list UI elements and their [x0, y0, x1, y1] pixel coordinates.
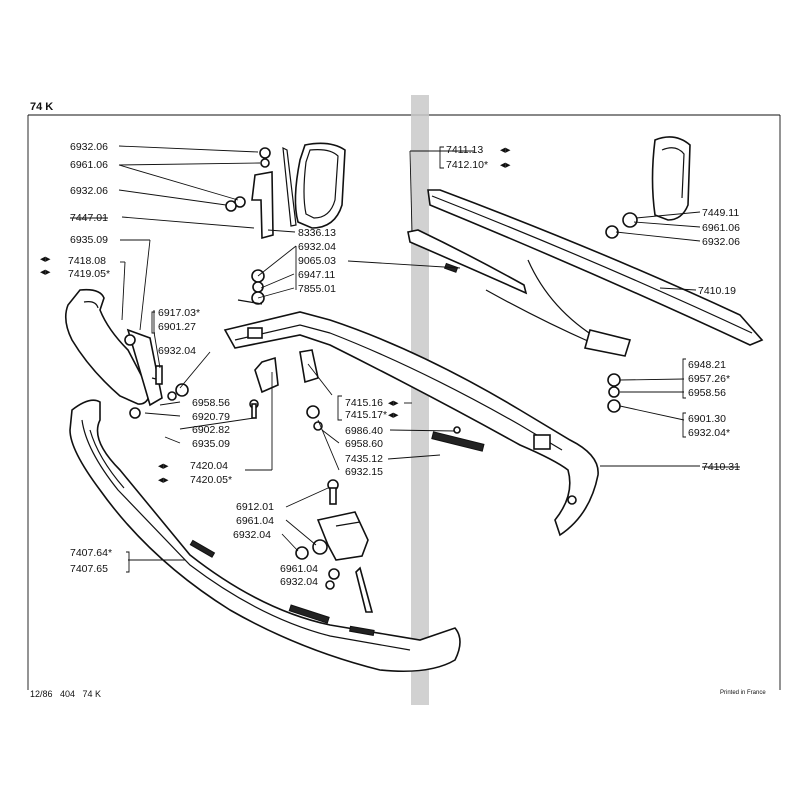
fastener-stack [237, 269, 265, 305]
part-label: 6961.06 [702, 222, 740, 234]
svg-text:◂▸: ◂▸ [500, 159, 511, 171]
part-label: 6932.06 [702, 236, 740, 248]
part-label: 7415.17* [345, 409, 387, 421]
footer-reference: 12/86 404 74 K [30, 689, 101, 699]
centre-bumper-section [223, 311, 599, 537]
part-label: 6917.03* [158, 307, 200, 319]
part-label: 6958.60 [345, 438, 383, 450]
part-label-struck: 7410.31 [702, 461, 740, 473]
part-label: 7449.11 [702, 207, 739, 219]
part-label: 7407.64* [70, 547, 112, 559]
part-label: 6920.79 [192, 411, 230, 423]
part-label: 7411.13 [446, 144, 483, 156]
part-label: 6901.30 [688, 413, 726, 425]
part-label: 6932.04 [158, 345, 196, 357]
fastener-group-mid [306, 405, 461, 434]
part-label: 7420.05* [190, 474, 232, 486]
part-label: 6961.06 [70, 159, 108, 171]
part-label: 6986.40 [345, 425, 383, 437]
part-label: 6935.09 [192, 438, 230, 450]
part-label: 6912.01 [236, 501, 274, 513]
main-bumper-blade [69, 399, 461, 673]
overrider-bracket [225, 147, 274, 240]
part-label: 9065.03 [298, 255, 336, 267]
part-label: 7419.05* [68, 268, 110, 280]
part-label: 6935.09 [70, 234, 108, 246]
part-label: 7418.08 [68, 255, 106, 267]
part-label: 6957.26* [688, 373, 730, 385]
right-bracket-arm [485, 259, 632, 413]
svg-text:◂▸: ◂▸ [388, 397, 399, 409]
part-label: 6961.04 [236, 515, 274, 527]
part-label: 7410.19 [698, 285, 736, 297]
part-label: 6958.56 [192, 397, 230, 409]
page-header: 74 K [30, 101, 53, 113]
part-label: 6932.06 [70, 185, 108, 197]
upper-rubber-strip [427, 189, 764, 346]
part-label: 6902.82 [192, 424, 230, 436]
part-label: 6932.04 [280, 576, 318, 588]
part-label: 7435.12 [345, 453, 383, 465]
part-labels: 6932.06 6961.06 6932.06 7447.01 8336.13 … [68, 141, 740, 588]
leader-lines [118, 145, 701, 561]
svg-text:◂▸: ◂▸ [158, 460, 169, 472]
part-label: 6932.04 [233, 529, 271, 541]
part-label: 7420.04 [190, 460, 228, 472]
part-label: 7415.16 [345, 397, 383, 409]
part-label: 6932.06 [70, 141, 108, 153]
part-label: 6948.21 [688, 359, 726, 371]
part-label: 6901.27 [158, 321, 196, 333]
svg-text:◂▸: ◂▸ [500, 144, 511, 156]
part-label: 7855.01 [298, 283, 336, 295]
bracket-markers [126, 146, 686, 573]
side-bumper-end [64, 288, 189, 419]
overrider-corner-guard [282, 142, 346, 229]
part-label: 7407.65 [70, 563, 108, 575]
page-gutter [411, 95, 429, 705]
part-label: 6932.04* [688, 427, 730, 439]
part-label: 6961.04 [280, 563, 318, 575]
svg-text:◂▸: ◂▸ [40, 253, 51, 265]
lower-bracket [295, 479, 374, 613]
part-label: 6947.11 [298, 269, 335, 281]
part-label: 7412.10* [446, 159, 488, 171]
svg-text:◂▸: ◂▸ [40, 266, 51, 278]
part-label-struck: 7447.01 [70, 212, 108, 224]
part-label: 8336.13 [298, 227, 336, 239]
part-label: 6932.04 [298, 241, 336, 253]
svg-text:◂▸: ◂▸ [158, 474, 169, 486]
part-label: 6958.56 [688, 387, 726, 399]
seal-strip [431, 431, 485, 452]
variant-arrows: ◂▸ ◂▸ ◂▸ ◂▸ ◂▸ ◂▸ ◂▸ ◂▸ [40, 144, 511, 486]
footer-printed: Printed in France [720, 690, 766, 696]
part-label: 6932.15 [345, 466, 383, 478]
svg-text:◂▸: ◂▸ [388, 409, 399, 421]
